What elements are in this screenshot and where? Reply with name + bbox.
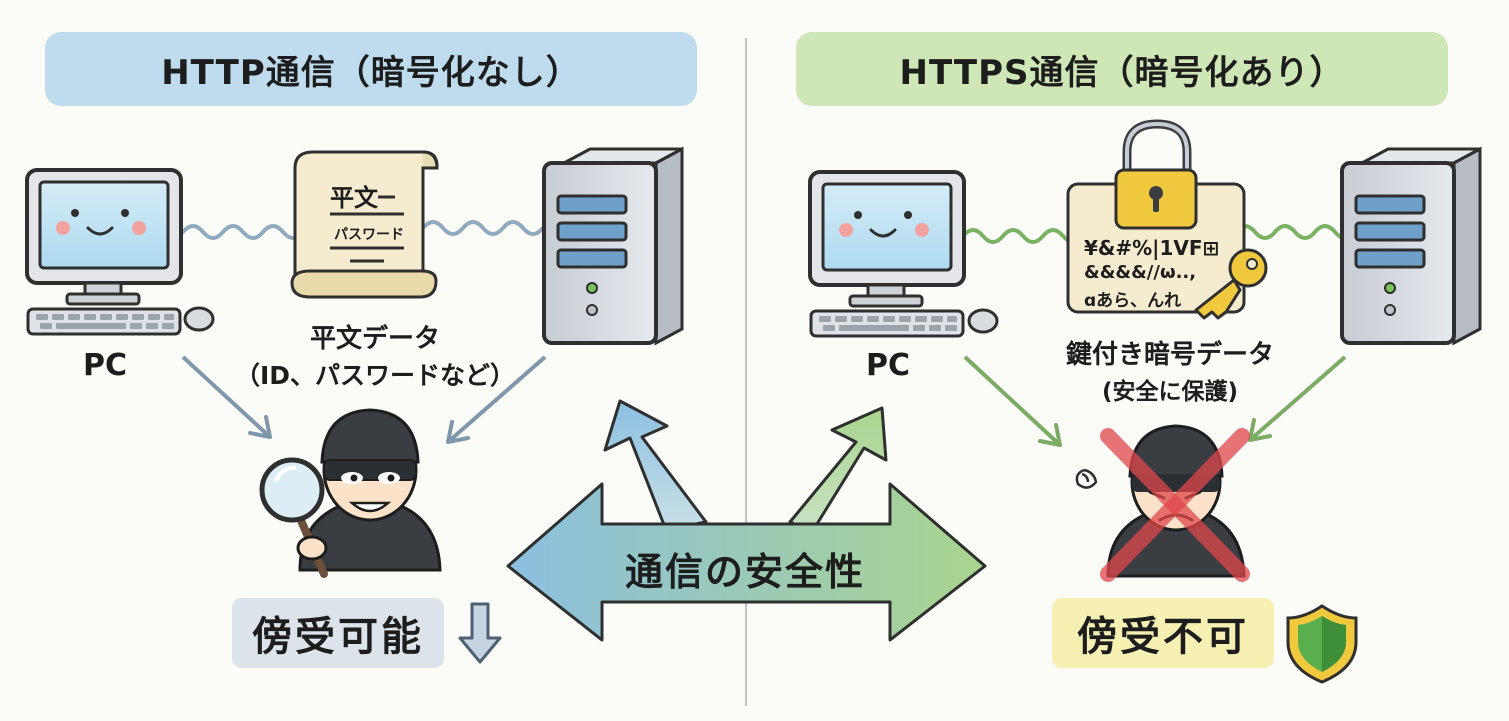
center-safety-label: 通信の安全性 bbox=[624, 550, 865, 594]
key-icon bbox=[1194, 248, 1268, 320]
doc-text-password: パスワード bbox=[334, 227, 404, 243]
cipher-line-3: ɑあら、んれ bbox=[1084, 291, 1182, 311]
arrow-server-to-hacker bbox=[446, 355, 547, 444]
arrow-pc-to-blocked-hacker bbox=[963, 355, 1062, 447]
http-title-banner: HTTP通信（暗号化なし） bbox=[45, 32, 697, 106]
padlock-icon bbox=[1114, 119, 1198, 230]
safety-double-arrow bbox=[506, 399, 987, 642]
plain-data-label: 平文データ bbox=[309, 324, 440, 354]
shield-icon bbox=[1286, 604, 1358, 684]
wire-doc-to-server bbox=[421, 220, 545, 236]
wire-pc-to-cipher bbox=[961, 228, 1085, 244]
http-result-badge: 傍受可能 bbox=[232, 598, 444, 668]
doc-text-plain: 平文 bbox=[330, 184, 378, 212]
monitor-icon bbox=[808, 170, 966, 308]
cipher-line-2: &&&&//ω.., bbox=[1084, 262, 1197, 283]
wire-cipher-to-server bbox=[1233, 224, 1355, 240]
plain-data-sublabel: （ID、パスワードなど） bbox=[234, 361, 516, 390]
keyboard-icon bbox=[809, 309, 965, 338]
https-result-badge: 傍受不可 bbox=[1052, 598, 1274, 668]
https-result-text: 傍受不可 bbox=[1077, 614, 1249, 660]
server-tower-icon bbox=[542, 146, 684, 346]
arrow-pc-to-hacker bbox=[181, 355, 272, 439]
hacker-icon bbox=[1075, 424, 1246, 578]
cross-mark-icon bbox=[1100, 428, 1250, 582]
left-pc-label: PC bbox=[82, 348, 127, 383]
http-title: HTTP通信（暗号化なし） bbox=[161, 52, 581, 93]
keyboard-icon bbox=[26, 307, 182, 336]
hacker-icon bbox=[298, 408, 442, 572]
arrow-server-to-blocked-hacker bbox=[1248, 355, 1347, 442]
right-pc-label: PC bbox=[865, 348, 910, 383]
monitor-icon bbox=[25, 168, 183, 306]
down-arrow-icon bbox=[458, 602, 502, 664]
cipher-line-1: ¥&#%|1VF⊞ bbox=[1084, 236, 1220, 260]
mouse-icon bbox=[967, 308, 999, 334]
https-title-banner: HTTPS通信（暗号化あり） bbox=[796, 32, 1448, 106]
scroll-document-icon bbox=[290, 150, 439, 299]
encrypted-data-label: 鍵付き暗号データ bbox=[1065, 340, 1274, 370]
magnifier-icon bbox=[259, 457, 328, 578]
http-result-text: 傍受可能 bbox=[252, 614, 424, 660]
server-tower-icon bbox=[1340, 146, 1482, 346]
mouse-icon bbox=[183, 306, 215, 332]
https-title: HTTPS通信（暗号化あり） bbox=[899, 52, 1345, 93]
encrypted-data-sublabel: (安全に保護) bbox=[1101, 379, 1239, 405]
